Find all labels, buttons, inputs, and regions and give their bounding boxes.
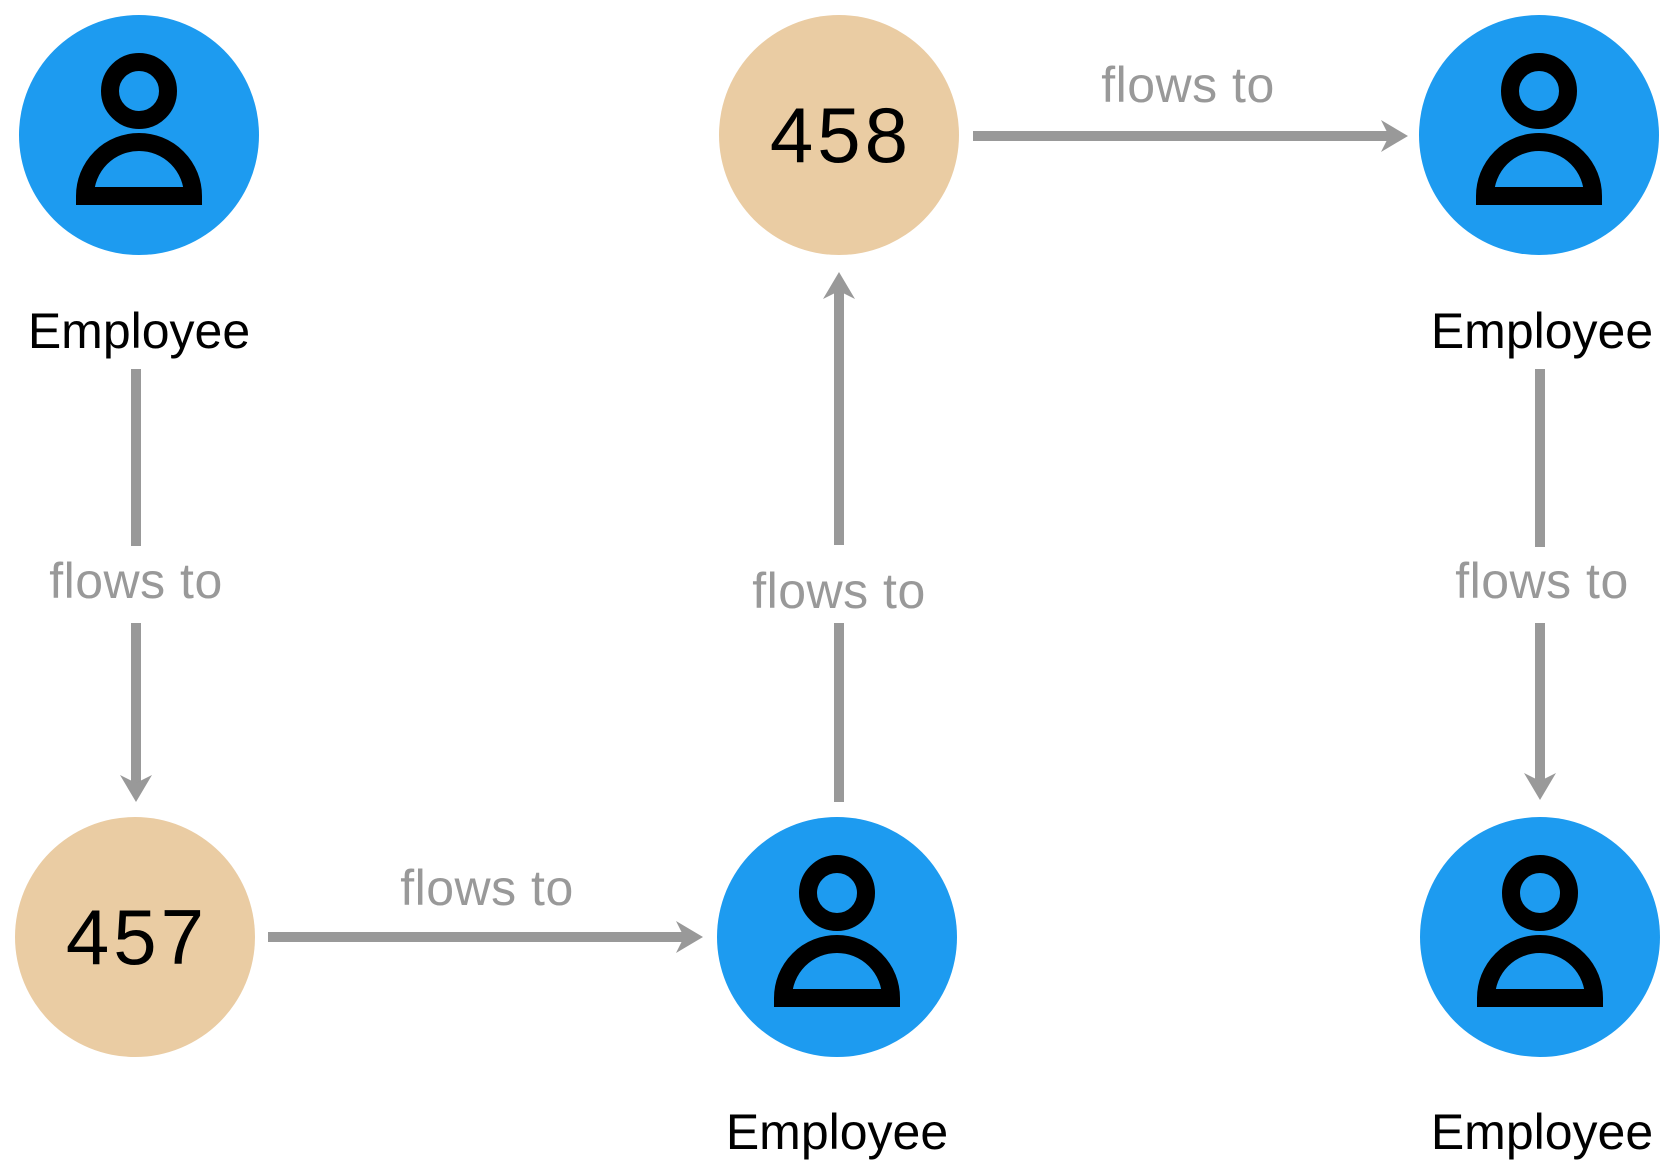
edge-label-flows-to: flows to: [752, 563, 926, 619]
node-employee-bottom-middle[interactable]: [717, 817, 957, 1057]
edge-label-flows-to: flows to: [400, 860, 574, 916]
node-label-employee: Employee: [1430, 303, 1654, 359]
edge-label-flows-to: flows to: [1455, 553, 1629, 609]
node-number-value: 458: [769, 91, 913, 179]
node-label-employee: Employee: [1430, 1104, 1654, 1160]
person-icon: [75, 53, 203, 205]
person-icon: [773, 855, 901, 1007]
edge-label-flows-to: flows to: [49, 553, 223, 609]
person-icon: [1475, 53, 1603, 205]
person-icon: [1476, 855, 1604, 1007]
node-account-458[interactable]: 458: [719, 15, 959, 255]
node-number-value: 457: [65, 893, 209, 981]
node-employee-top-left[interactable]: [19, 15, 259, 255]
node-label-employee: Employee: [725, 1104, 949, 1160]
node-employee-top-right[interactable]: [1419, 15, 1659, 255]
node-account-457[interactable]: 457: [15, 817, 255, 1057]
node-employee-bottom-right[interactable]: [1420, 817, 1660, 1057]
node-label-employee: Employee: [27, 303, 251, 359]
edge-label-flows-to: flows to: [1101, 57, 1275, 113]
